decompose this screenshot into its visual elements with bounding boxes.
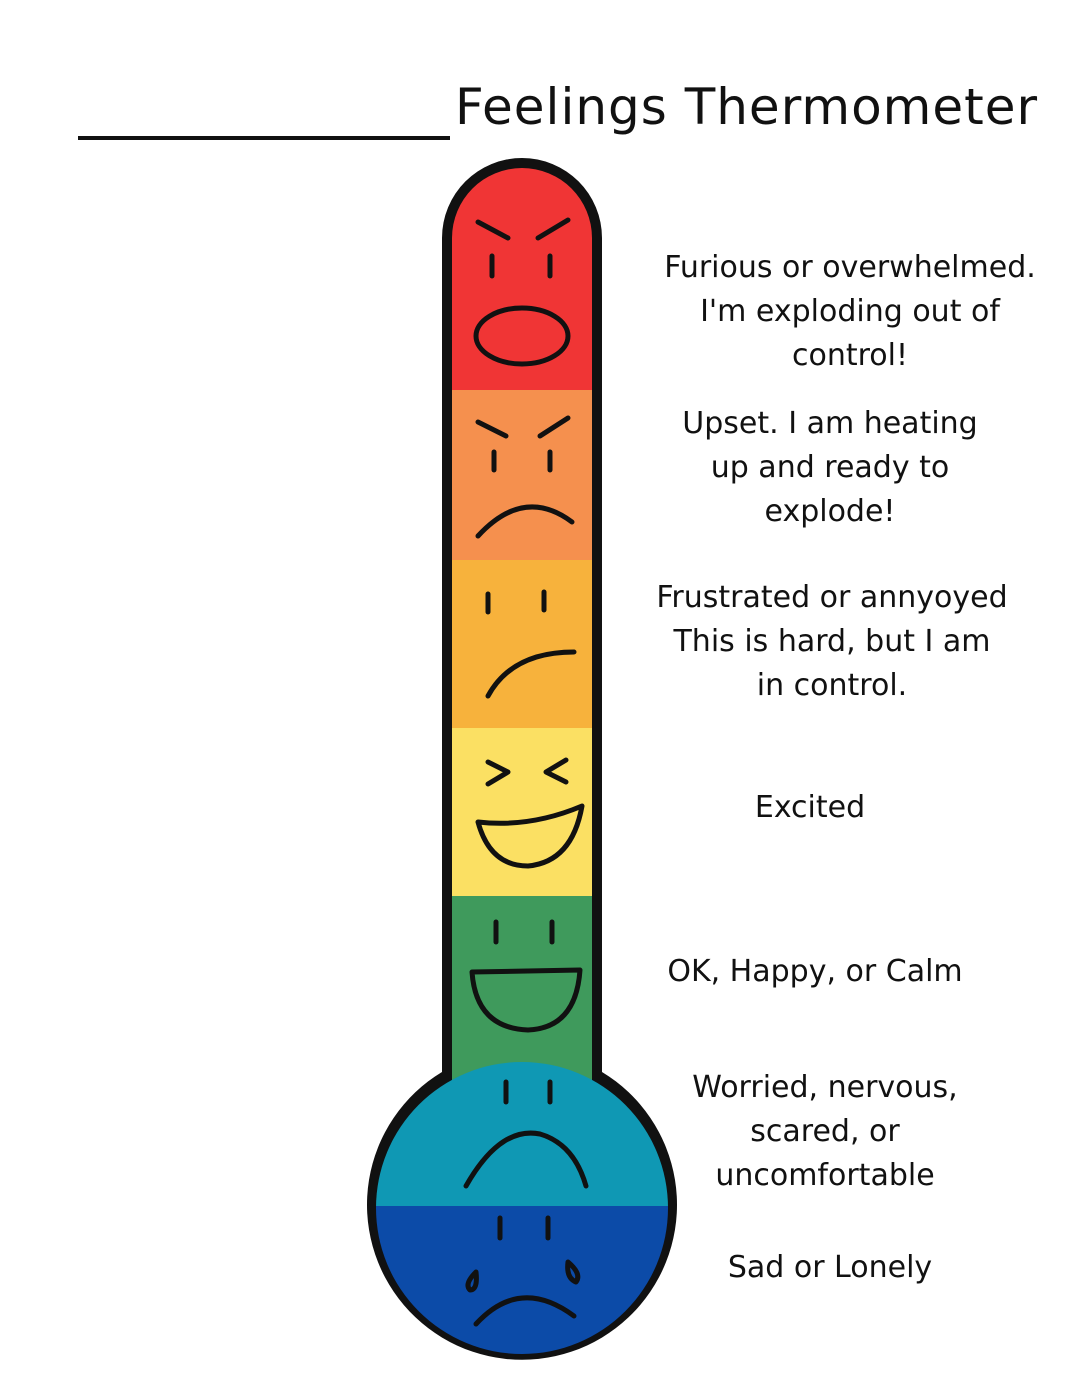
level-label-frustrated: Frustrated or annyoyed This is hard, but…: [656, 580, 1008, 703]
level-label-furious: Furious or overwhelmed. I'm exploding ou…: [664, 250, 1036, 373]
name-blank-line[interactable]: [78, 136, 450, 140]
band-frustrated: [452, 560, 592, 728]
band-upset: [452, 390, 592, 560]
sad-face-icon: [465, 1215, 581, 1327]
level-label-sad: Sad or Lonely: [727, 1250, 933, 1285]
page-title: Feelings Thermometer: [455, 78, 1039, 136]
band-sad: [376, 1206, 668, 1354]
worried-face-icon: [463, 1079, 589, 1189]
level-label-happy: OK, Happy, or Calm: [667, 954, 963, 989]
band-furious: [452, 168, 592, 390]
band-excited: [452, 728, 592, 896]
level-label-upset: Upset. I am heating up and ready to expl…: [682, 406, 978, 529]
furious-face-icon: [473, 217, 571, 367]
level-label-worried: Worried, nervous, scared, or uncomfortab…: [692, 1070, 958, 1193]
happy-face-icon: [469, 919, 583, 1033]
level-label-excited: Excited: [754, 790, 866, 825]
excited-face-icon: [475, 757, 585, 869]
frustrated-face-icon: [485, 589, 577, 699]
upset-face-icon: [475, 415, 575, 539]
